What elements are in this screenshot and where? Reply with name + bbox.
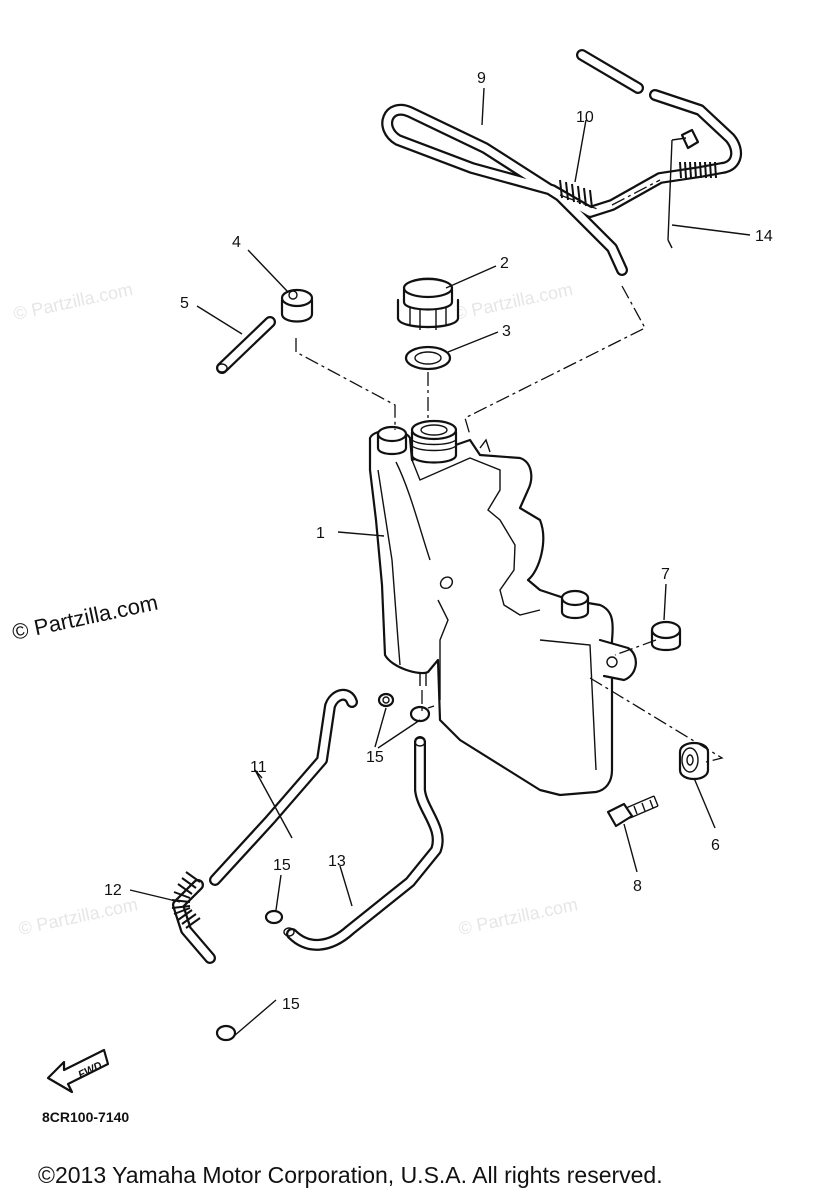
watermark: © Partzilla.com: [452, 279, 575, 324]
collar: [650, 620, 682, 652]
figure-code: 8CR100-7140: [42, 1109, 129, 1125]
watermark: © Partzilla.com: [457, 894, 580, 939]
fwd-arrow-icon: FWD: [46, 1048, 110, 1094]
oil-tank: [368, 419, 637, 797]
callout-number: 6: [711, 837, 720, 854]
leader-lines: [129, 87, 751, 1037]
callout-number: 5: [180, 295, 189, 312]
watermark: © Partzilla.com: [17, 894, 140, 939]
assembly-line: [614, 639, 657, 656]
plug-grommet: [280, 288, 314, 323]
callout-number: 1: [316, 525, 325, 542]
bolt: [606, 795, 659, 828]
callout-number: 11: [250, 759, 267, 776]
hose-clamp: [409, 705, 435, 723]
gasket-ring: [404, 345, 452, 371]
watermark-dark: © Partzilla.com: [10, 590, 160, 645]
callout-number: 2: [500, 255, 509, 272]
short-pipe: [216, 316, 276, 374]
callout-number: 14: [755, 228, 773, 245]
drain-hose-13: [283, 736, 444, 951]
callout-number: 12: [104, 882, 122, 899]
grommet: [678, 741, 710, 781]
breather-hose: [381, 89, 743, 276]
hose-clamp: [215, 1024, 237, 1042]
assembly-line: [589, 677, 724, 763]
hose-clip-14: [667, 128, 700, 249]
callout-number: 13: [328, 853, 346, 870]
hose-spring-12: [171, 871, 216, 964]
tank-cap: [396, 277, 460, 330]
watermark: © Partzilla.com: [12, 279, 135, 324]
hose-clamp: [264, 909, 284, 925]
callout-number: 15: [282, 996, 300, 1013]
assembly-line: [295, 338, 396, 430]
callout-number: 3: [502, 323, 511, 340]
callout-number: 10: [576, 109, 594, 126]
assembly-line: [464, 285, 646, 436]
hose-spring-10: [559, 179, 593, 209]
callout-number: 8: [633, 878, 642, 895]
hose-clamp: [377, 692, 395, 708]
breather-tube-end: [576, 49, 644, 94]
callout-number: 15: [366, 749, 384, 766]
callout-number: 15: [273, 857, 291, 874]
callout-number: 7: [661, 566, 670, 583]
hose-spring-upper: [679, 161, 717, 179]
callout-number: 4: [232, 234, 241, 251]
drain-hose-11: [209, 688, 358, 886]
copyright-notice: ©2013 Yamaha Motor Corporation, U.S.A. A…: [38, 1162, 663, 1188]
callout-number: 9: [477, 70, 486, 87]
